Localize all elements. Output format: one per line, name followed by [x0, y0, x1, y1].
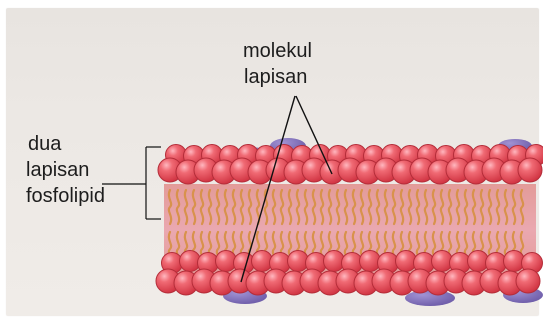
label-fosfolipid: fosfolipid: [26, 185, 105, 207]
label-lapisan-left: lapisan: [26, 159, 89, 181]
label-dua: dua: [28, 133, 62, 155]
label-molekul: molekul: [243, 40, 312, 62]
phospholipid-bilayer: [156, 138, 543, 306]
label-lapisan-top: lapisan: [244, 66, 307, 88]
head-top-front: [518, 158, 542, 182]
head-bottom-front: [516, 269, 540, 293]
